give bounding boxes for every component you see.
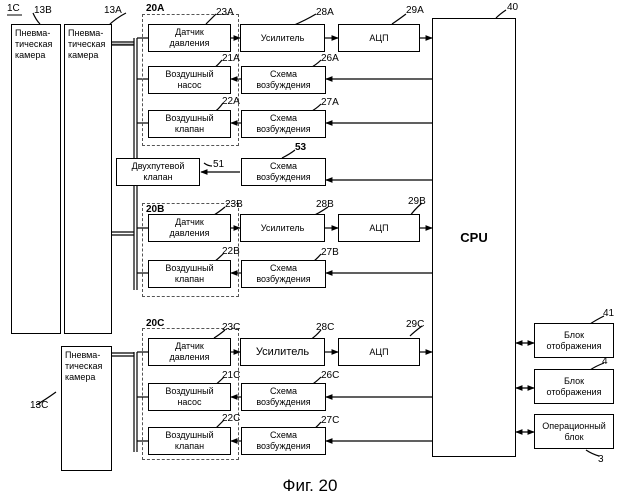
amplifier-28b: Усилитель [240, 214, 325, 242]
ref-29a: 29A [406, 6, 424, 16]
ref-22c: 22C [222, 414, 240, 424]
ref-13a: 13A [104, 6, 122, 16]
adc-29b: АЦП [338, 214, 420, 242]
ref-28a: 28A [316, 8, 334, 18]
group-20b-label: 20B [146, 205, 164, 215]
group-20a-label: 20A [146, 4, 164, 14]
ref-13c: 13C [30, 401, 48, 411]
display-unit-4: Блок отображения [534, 369, 614, 404]
ref-3: 3 [598, 455, 604, 465]
ref-27c: 27C [321, 416, 339, 426]
adc-29c: АЦП [338, 338, 420, 366]
ref-53: 53 [295, 143, 306, 153]
group-20c-label: 20C [146, 319, 164, 329]
amplifier-28a: Усилитель [240, 24, 325, 52]
amplifier-28c: Усилитель [240, 338, 325, 366]
ref-21c: 21C [222, 371, 240, 381]
ref-26c: 26C [321, 371, 339, 381]
drive-circuit-27a: Схема возбуждения [241, 110, 326, 138]
drive-circuit-26c: Схема возбуждения [241, 383, 326, 411]
ref-22b: 22B [222, 247, 240, 257]
ref-23a: 23A [216, 8, 234, 18]
ref-29c: 29C [406, 320, 424, 330]
ref-40: 40 [507, 3, 518, 13]
drive-circuit-27b: Схема возбуждения [241, 260, 326, 288]
ref-28b: 28B [316, 200, 334, 210]
ref-13b: 13B [34, 6, 52, 16]
figure-caption: Фиг. 20 [0, 476, 620, 496]
drive-circuit-27c: Схема возбуждения [241, 427, 326, 455]
pressure-sensor-23c: Датчик давления [148, 338, 231, 366]
ref-23c: 23C [222, 323, 240, 333]
drive-circuit-53: Схема возбуждения [241, 158, 326, 186]
ref-22a: 22A [222, 97, 240, 107]
operation-unit-3: Операционный блок [534, 414, 614, 449]
figure-ref-label: 1C [7, 4, 20, 14]
ref-27b: 27B [321, 248, 339, 258]
pneumatic-chamber-13a: Пневма- тическая камера [64, 24, 112, 334]
ref-26a: 26A [321, 54, 339, 64]
air-valve-22a: Воздушный клапан [148, 110, 231, 138]
cpu-block: CPU [432, 18, 516, 457]
air-pump-21a: Воздушный насос [148, 66, 231, 94]
ref-28c: 28C [316, 323, 334, 333]
pneumatic-chamber-13c: Пневма- тическая камера [61, 346, 112, 471]
ref-29b: 29B [408, 197, 426, 207]
ref-27a: 27A [321, 98, 339, 108]
pneumatic-chamber-13b: Пневма- тическая камера [11, 24, 61, 334]
drive-circuit-26a: Схема возбуждения [241, 66, 326, 94]
air-valve-22c: Воздушный клапан [148, 427, 231, 455]
air-valve-22b: Воздушный клапан [148, 260, 231, 288]
ref-51: 51 [213, 160, 224, 170]
ref-41: 41 [603, 309, 614, 319]
air-pump-21c: Воздушный насос [148, 383, 231, 411]
ref-21a: 21A [222, 54, 240, 64]
pressure-sensor-23a: Датчик давления [148, 24, 231, 52]
two-way-valve-51: Двухпутевой клапан [116, 158, 200, 186]
ref-23b: 23B [225, 200, 243, 210]
pressure-sensor-23b: Датчик давления [148, 214, 231, 242]
adc-29a: АЦП [338, 24, 420, 52]
ref-4: 4 [602, 357, 608, 367]
display-unit-41: Блок отображения [534, 323, 614, 358]
